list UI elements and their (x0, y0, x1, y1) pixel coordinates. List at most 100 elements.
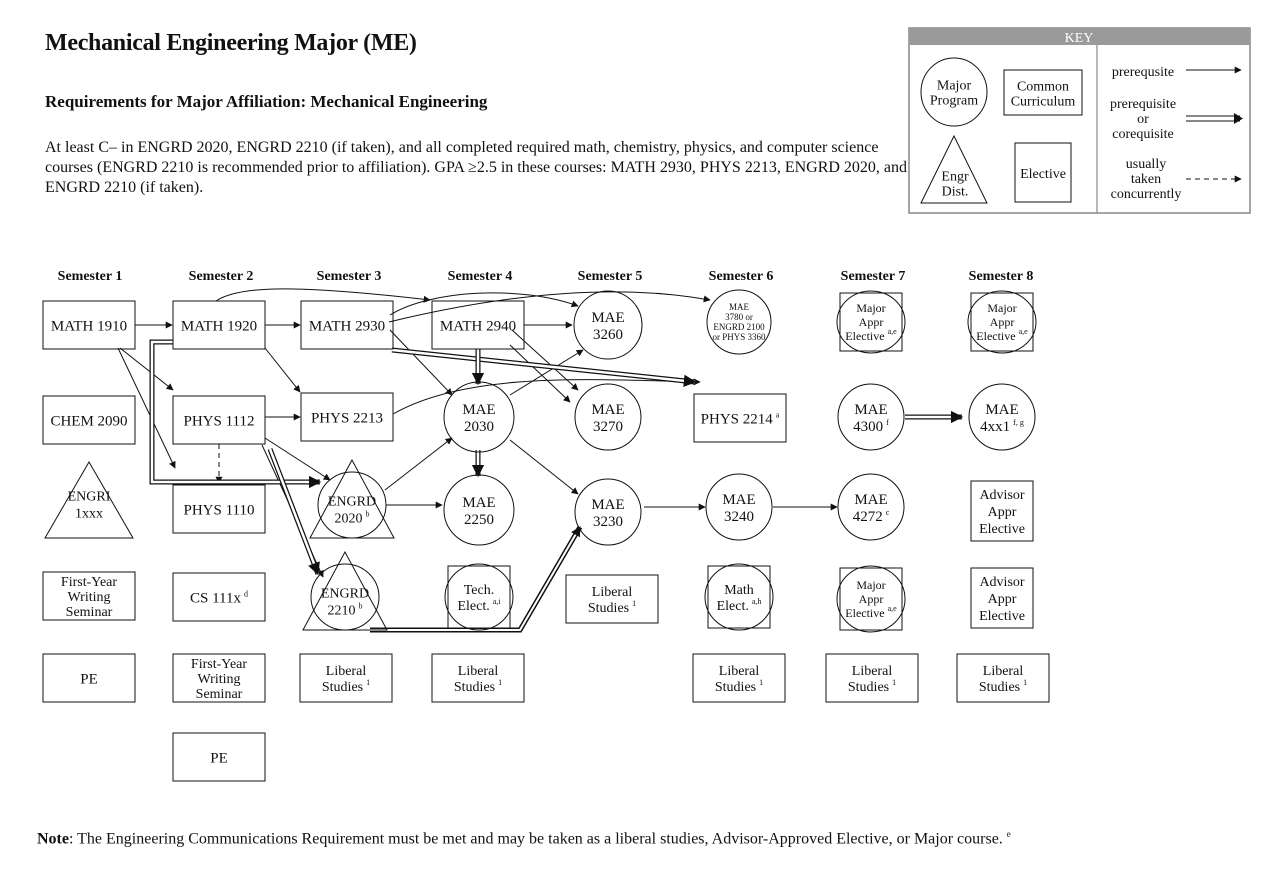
key-title: KEY (1065, 31, 1094, 46)
course-pe1-label: PE (80, 671, 98, 687)
arrow-28-inner (150, 340, 322, 489)
course-pe2-label: PE (210, 750, 228, 766)
course-math2940-label: MATH 2940 (440, 318, 516, 334)
course-math2930[interactable]: MATH 2930 (300, 300, 394, 350)
arrow-30-inner (370, 526, 581, 631)
course-chem2090[interactable]: CHEM 2090 (42, 395, 136, 445)
course-phys1112[interactable]: PHYS 1112 (172, 395, 266, 445)
course-math1910-label: MATH 1910 (51, 318, 127, 334)
arrow-20 (117, 347, 176, 469)
semester-7-header: Semester 7 (841, 269, 906, 284)
course-pe2[interactable]: PE (172, 732, 266, 782)
course-tech[interactable]: Tech.Elect.a,i (444, 563, 514, 631)
arrow-8 (264, 347, 301, 393)
course-math1920-label: MATH 1920 (181, 318, 257, 334)
key-prereq-coreq-arrow (1234, 113, 1243, 124)
arrow-30 (370, 525, 583, 633)
key-prerequisite-label: prerequsite (1112, 65, 1174, 80)
course-math1910[interactable]: MATH 1910 (42, 300, 136, 350)
course-chem2090-label: CHEM 2090 (50, 413, 127, 429)
course-pe1[interactable]: PE (42, 653, 136, 703)
course-phys1112-label: PHYS 1112 (184, 413, 255, 429)
arrow-9 (392, 378, 701, 415)
course-math2940[interactable]: MATH 2940 (431, 300, 525, 350)
course-phys2213[interactable]: PHYS 2213 (300, 392, 394, 442)
semester-2-header: Semester 2 (189, 269, 254, 284)
semester-1-header: Semester 1 (58, 269, 123, 284)
semester-6-header: Semester 6 (709, 269, 774, 284)
arrow-5 (389, 292, 579, 316)
key-elective: Elective (1020, 167, 1066, 182)
semester-4-header: Semester 4 (448, 269, 513, 284)
arrow-6 (388, 291, 711, 323)
note-text: : The Engineering Communications Require… (68, 830, 1003, 848)
affiliation-requirements: At least C– in ENGRD 2020, ENGRD 2210 (i… (45, 139, 908, 196)
semester-5-header: Semester 5 (578, 269, 643, 284)
course-math1920[interactable]: MATH 1920 (172, 300, 266, 350)
arrow-21 (264, 437, 331, 481)
course-phys1110[interactable]: PHYS 1110 (172, 484, 266, 534)
note-sup: e (1006, 829, 1011, 839)
footnote: Note: The Engineering Communications Req… (37, 829, 1011, 848)
semester-8-header: Semester 8 (969, 269, 1034, 284)
arrow-29-inner (268, 448, 320, 576)
